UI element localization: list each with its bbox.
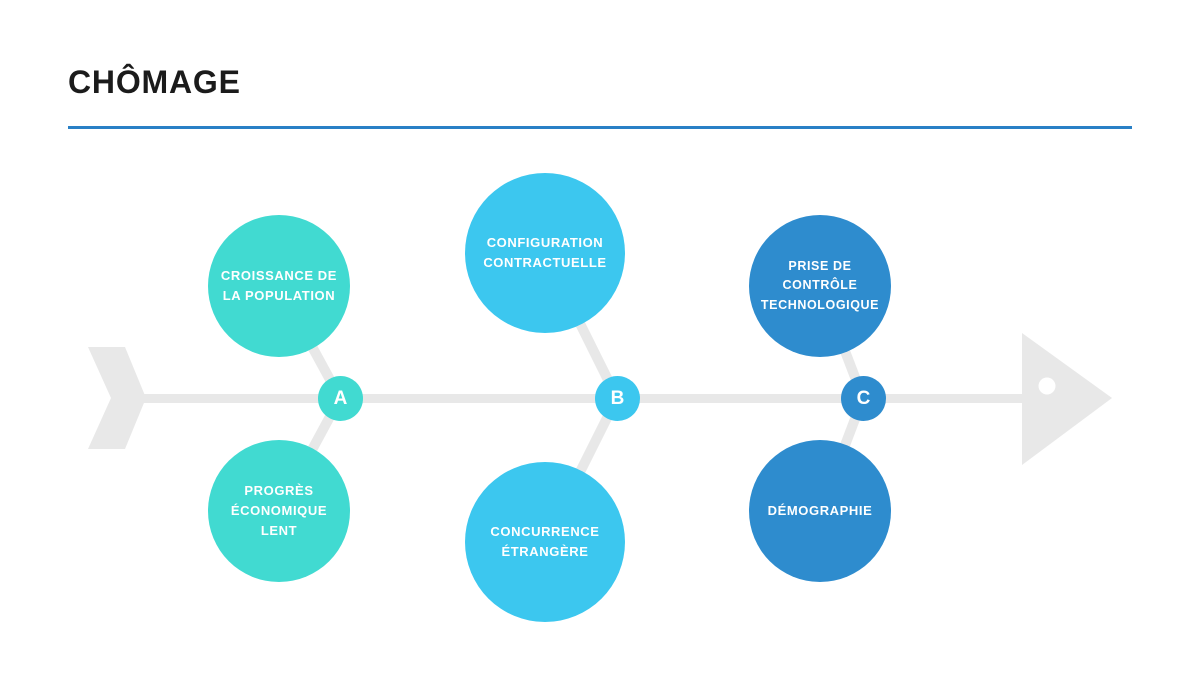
branch-node-label: C: [856, 387, 871, 409]
cause-label: PROGRÈS ÉCONOMIQUE LENT: [230, 482, 328, 539]
fishbone-head-eye-icon: [1038, 377, 1056, 395]
fishbone-spine: [140, 394, 1023, 403]
branch-node-b: B: [595, 376, 640, 421]
cause-circle-demographie: DÉMOGRAPHIE: [749, 440, 891, 582]
cause-label: DÉMOGRAPHIE: [767, 502, 873, 518]
cause-label: CONCURRENCE ÉTRANGÈRE: [490, 523, 600, 559]
page-title: CHÔMAGE: [68, 64, 241, 100]
branch-node-c: C: [841, 376, 886, 421]
branch-node-label: A: [333, 387, 348, 409]
cause-circle-concurrence-etrangere: CONCURRENCE ÉTRANGÈRE: [465, 462, 625, 622]
cause-circle-progres-economique-lent: PROGRÈS ÉCONOMIQUE LENT: [208, 440, 350, 582]
cause-label: PRISE DE CONTRÔLE TECHNOLOGIQUE: [760, 258, 880, 312]
cause-label: CONFIGURATION CONTRACTUELLE: [483, 234, 607, 270]
branch-node-label: B: [610, 387, 625, 409]
cause-circle-croissance-population: CROISSANCE DE LA POPULATION: [208, 215, 350, 357]
cause-label: CROISSANCE DE LA POPULATION: [220, 267, 338, 303]
fishbone-head-icon: [1022, 333, 1112, 465]
cause-circle-prise-de-controle-technologique: PRISE DE CONTRÔLE TECHNOLOGIQUE: [749, 215, 891, 357]
cause-circle-configuration-contractuelle: CONFIGURATION CONTRACTUELLE: [465, 173, 625, 333]
fishbone-tail-icon: [88, 347, 146, 449]
title-underline: [68, 126, 1132, 129]
branch-node-a: A: [318, 376, 363, 421]
